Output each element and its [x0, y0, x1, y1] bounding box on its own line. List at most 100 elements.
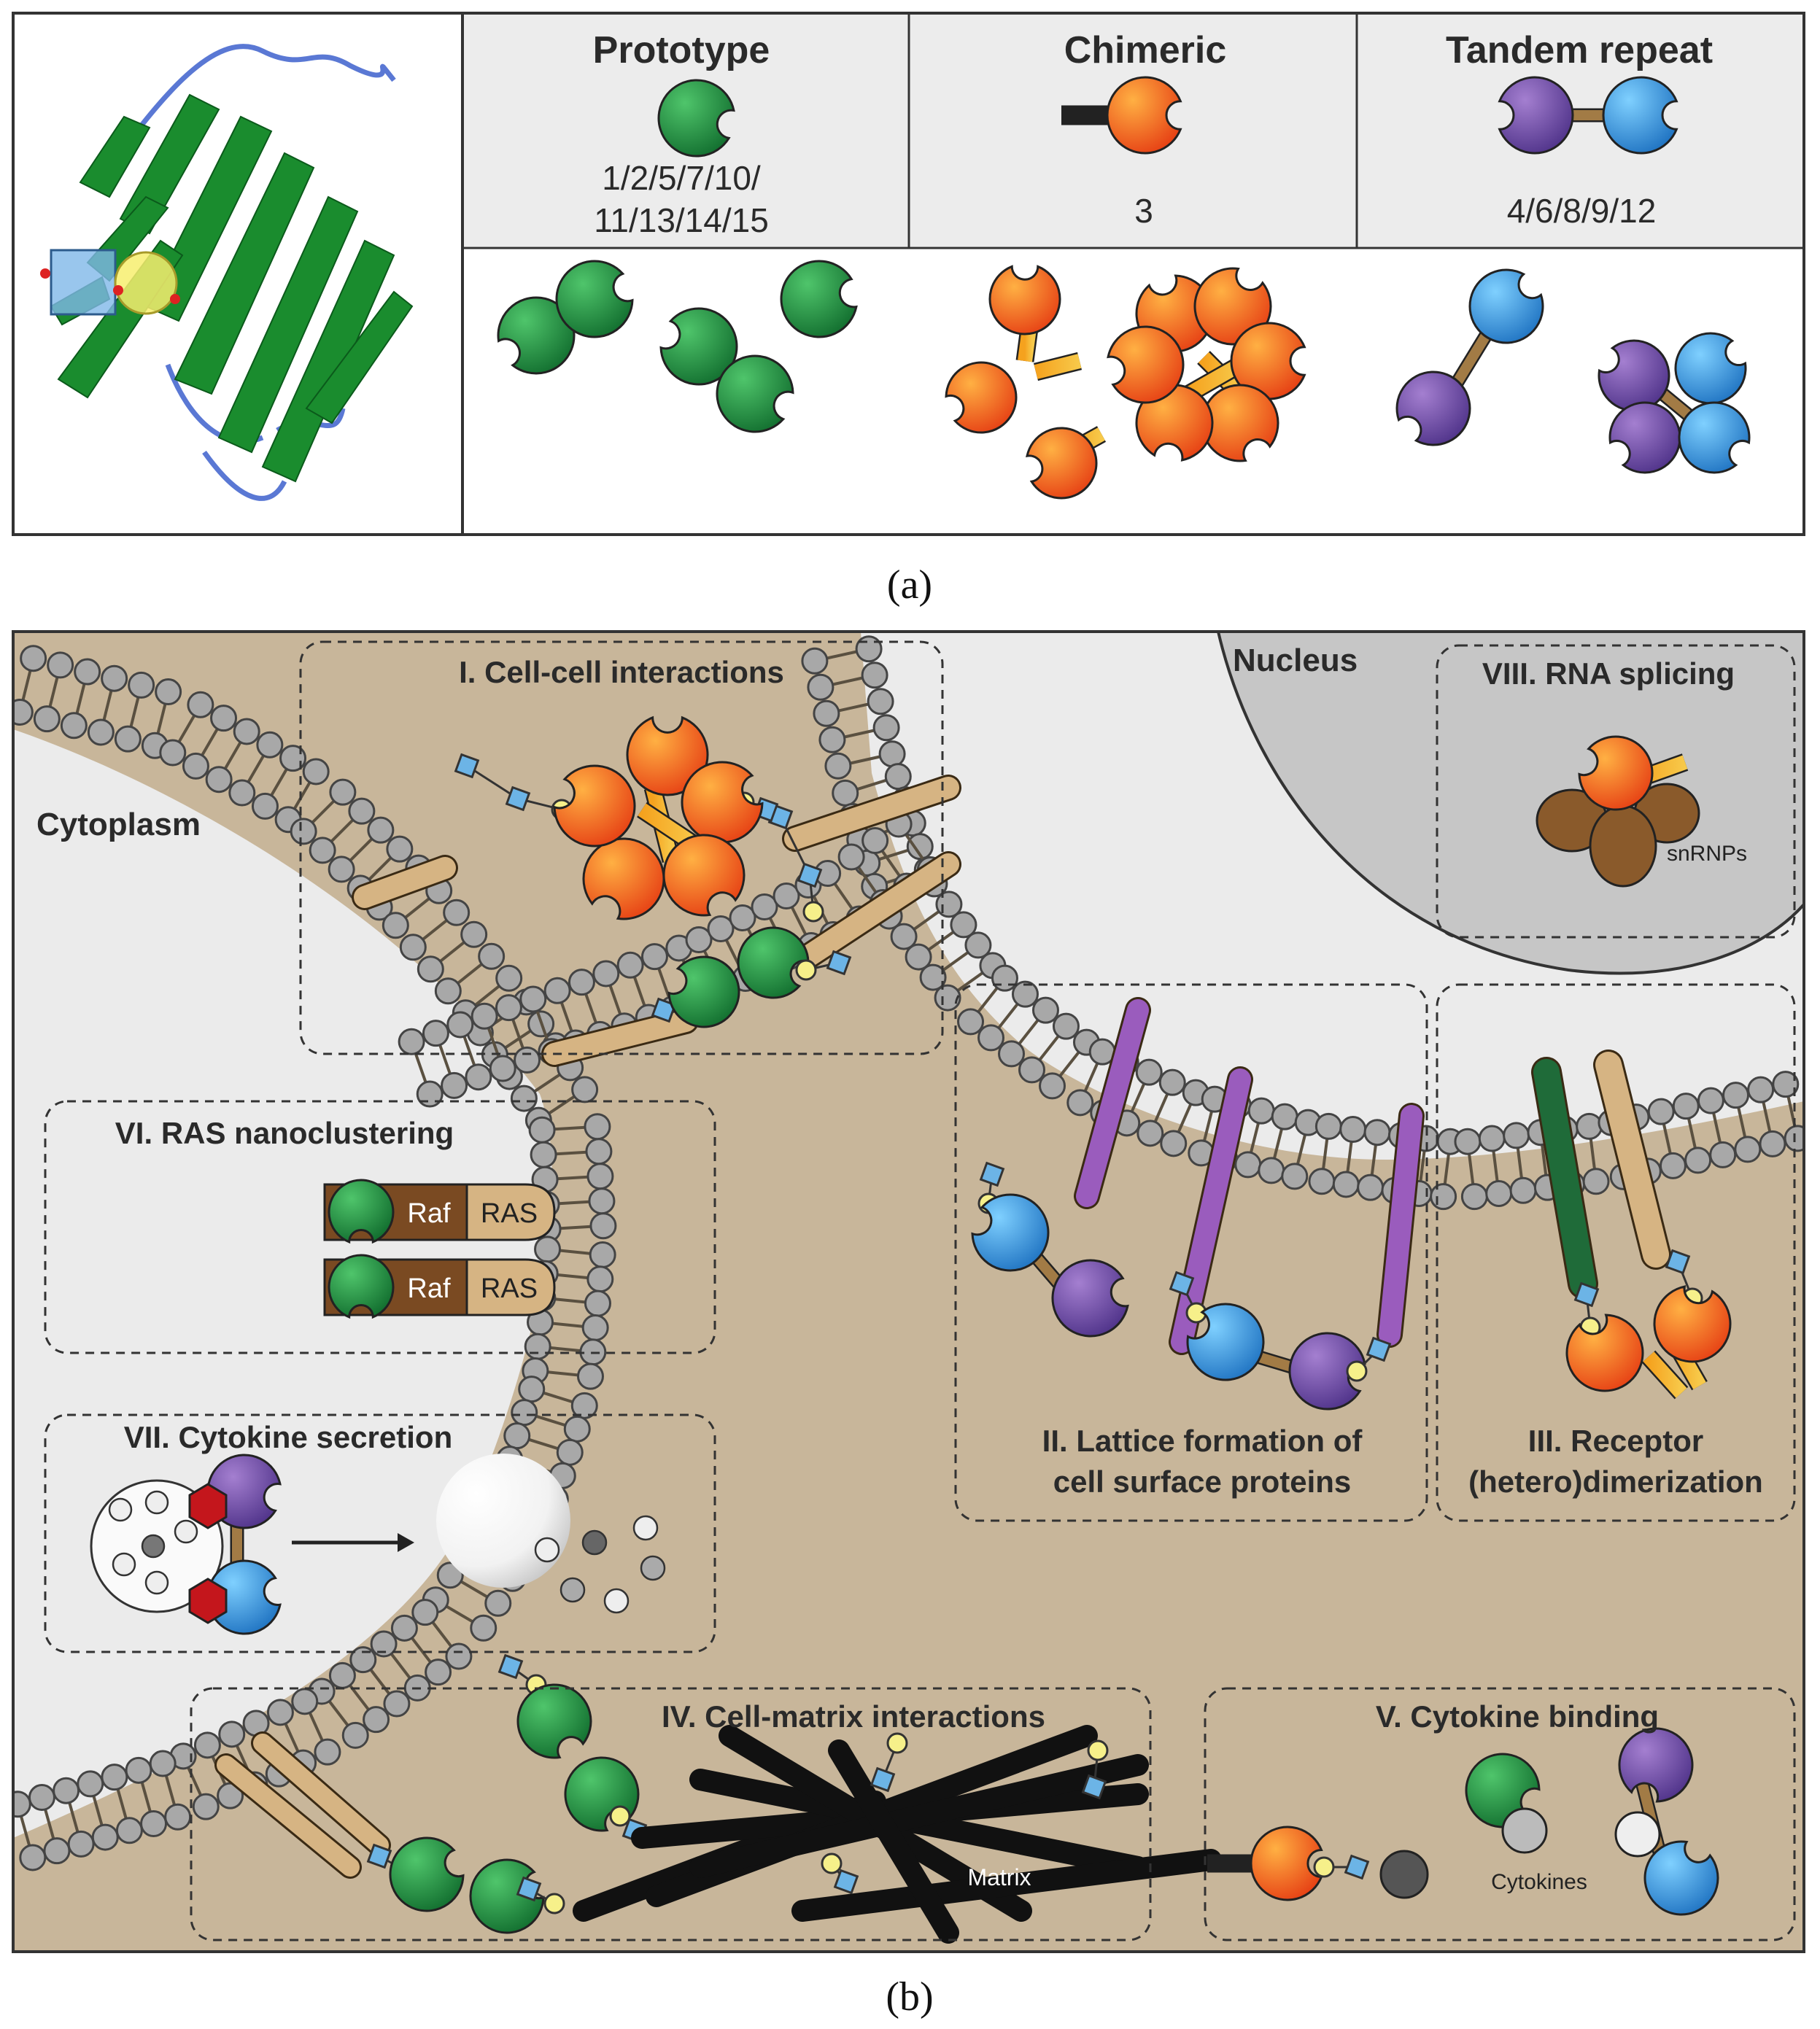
lipid-head — [256, 731, 284, 759]
lipid-head — [1509, 1176, 1537, 1204]
lipid-head — [1271, 1103, 1298, 1130]
purple-carbohydrate-recognition-domain — [1051, 1259, 1129, 1338]
lipid-head — [1784, 1125, 1804, 1152]
tandem-purple-icon — [1498, 76, 1574, 155]
glcnac-glycan — [497, 1653, 524, 1680]
lipid-head — [685, 926, 713, 954]
lipid-head — [290, 818, 317, 845]
lipid-head — [484, 1589, 512, 1617]
cytokine-cargo — [174, 1519, 198, 1544]
lipid-head — [861, 827, 889, 855]
lipid-head — [1339, 1116, 1367, 1144]
ras-block — [465, 1258, 556, 1316]
label-rna-splicing: VIII. RNA splicing — [1482, 656, 1735, 691]
released-cytokine — [640, 1555, 666, 1581]
lipid-head — [824, 752, 852, 780]
lipid-head — [20, 645, 47, 672]
box-secretion — [44, 1413, 716, 1653]
lipid-head — [210, 705, 238, 732]
lipid-head — [818, 726, 846, 753]
glcnac-glycan — [366, 1843, 392, 1869]
lipid-head — [1039, 1072, 1066, 1100]
lipid-head — [328, 856, 355, 883]
green-carbohydrate-recognition-domain — [497, 296, 576, 375]
lipid-head — [155, 678, 182, 706]
galactose-glycan — [1346, 1360, 1368, 1382]
lipid-head — [588, 1187, 616, 1215]
glcnac-glycan — [870, 1766, 896, 1793]
glycoprotein-purple — [1379, 1105, 1422, 1346]
galectin-crystal-structure — [40, 44, 414, 501]
glcnac-glycan — [516, 1876, 542, 1902]
orange-carbohydrate-recognition-domain — [1565, 1314, 1644, 1392]
orange-carbohydrate-recognition-domain — [1026, 427, 1098, 500]
lipid-head — [43, 1837, 71, 1865]
lipid-head — [291, 1688, 319, 1715]
lipid-head — [556, 1438, 584, 1466]
lipid-head — [115, 1817, 143, 1844]
type-prototype-title: Prototype — [593, 29, 770, 71]
lipid-head — [589, 1241, 616, 1268]
label-snrnps: snRNPs — [1667, 842, 1747, 866]
lipid-head — [422, 1020, 449, 1047]
lipid-head — [67, 1830, 95, 1858]
lipid-head — [228, 779, 256, 807]
galactose-glycan — [802, 901, 824, 923]
cytokine-hexagon — [188, 1483, 228, 1529]
receptor-green — [1533, 1059, 1596, 1297]
lipid-head — [101, 664, 128, 692]
lipid-head — [417, 955, 444, 983]
orange-carbohydrate-recognition-domain — [945, 361, 1018, 434]
orange-carbohydrate-recognition-domain — [662, 834, 746, 917]
linker — [1643, 1351, 1687, 1398]
glcnac-glycan — [1366, 1336, 1392, 1362]
lipid-head — [519, 985, 547, 1013]
matrix-fiber — [828, 1739, 959, 1944]
lipid-head — [872, 714, 900, 742]
lipid-head — [511, 1399, 538, 1427]
lipid-head — [543, 977, 571, 1004]
lipid-head — [1052, 1012, 1080, 1040]
lipid-head — [363, 1706, 390, 1734]
green-carbohydrate-recognition-domain — [780, 260, 858, 338]
released-cytokine — [534, 1537, 560, 1563]
caption-a: (a) — [887, 562, 932, 608]
lipid-head — [1363, 1119, 1391, 1147]
panel-a: Prototype Chimeric Tandem repeat 1/2/5/7… — [12, 12, 1805, 536]
receptor-tan — [1595, 1052, 1669, 1268]
lipid-head — [1672, 1093, 1700, 1120]
lipid-head — [101, 1764, 128, 1791]
cytokine — [1614, 1811, 1661, 1858]
galactose-glycan — [543, 1893, 565, 1914]
bound-cytokine — [1379, 1850, 1429, 1899]
lipid-head — [616, 951, 644, 979]
lipid-head — [837, 843, 865, 871]
prototype-icon — [657, 79, 735, 158]
lipid-head — [589, 1212, 617, 1240]
lipid-head — [801, 647, 829, 675]
green-carbohydrate-recognition-domain — [389, 1836, 465, 1912]
label-raf: Raf — [407, 1273, 451, 1304]
lipid-head — [443, 899, 471, 926]
integrin — [253, 1734, 389, 1855]
lipid-head — [832, 779, 859, 807]
cytokine-cargo — [112, 1552, 136, 1577]
prototype-members-line1: 1/2/5/7/10/ — [602, 159, 761, 197]
lipid-head — [159, 739, 187, 767]
lipid-head — [302, 758, 330, 785]
glycan-bond — [466, 764, 519, 800]
lipid-head — [193, 1731, 221, 1759]
orange-carbohydrate-recognition-domain — [681, 761, 764, 844]
green-carbohydrate-recognition-domain — [659, 307, 738, 386]
lipid-head — [964, 931, 992, 959]
lipid-head — [128, 671, 155, 699]
lipid-head — [640, 943, 668, 971]
lipid-head — [465, 1063, 492, 1091]
fusing-vesicle — [436, 1454, 570, 1588]
lipid-head — [524, 1332, 551, 1360]
released-cytokine — [581, 1529, 608, 1556]
type-chimeric-title: Chimeric — [1064, 29, 1227, 71]
region-cytoplasm: Cytoplasm — [36, 807, 201, 842]
blue-carbohydrate-recognition-domain — [206, 1559, 282, 1635]
glcnac-glycan — [651, 997, 677, 1023]
